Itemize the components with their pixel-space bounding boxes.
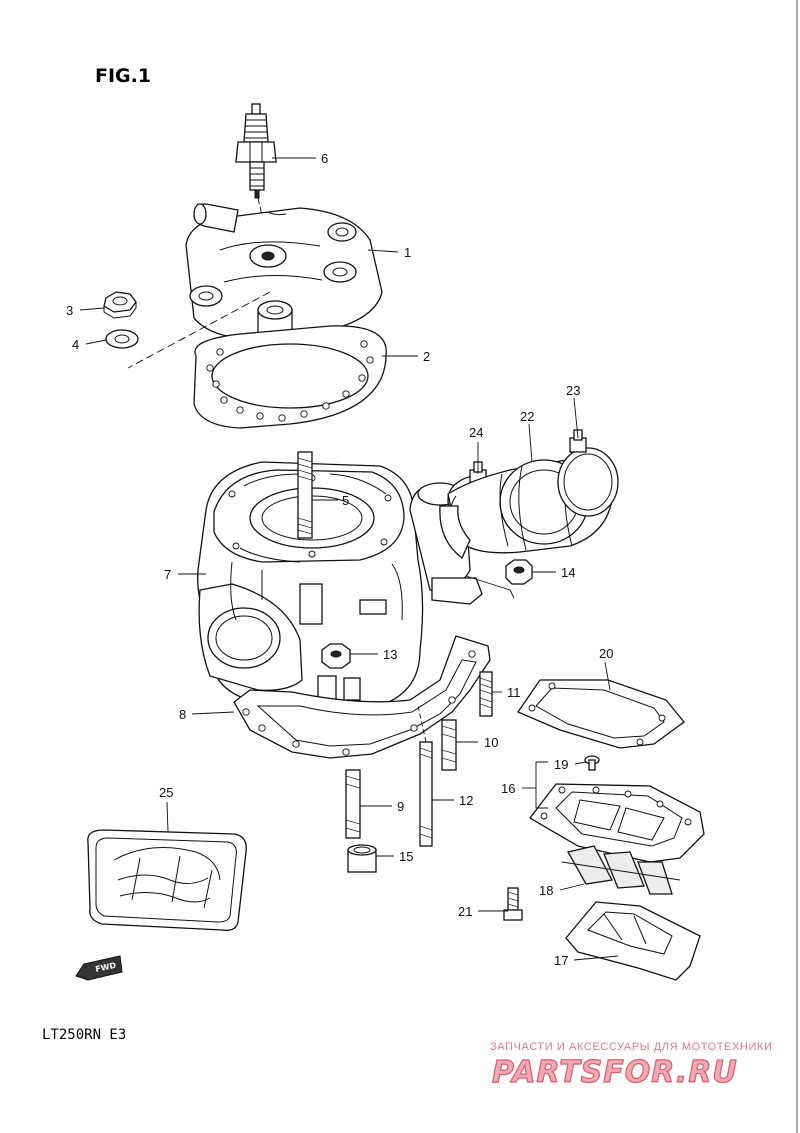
watermark-brand: PARTSFOR.RU	[492, 1055, 738, 1090]
callout-2: 2	[423, 349, 430, 364]
callout-12: 12	[459, 793, 473, 808]
callout-1: 1	[404, 245, 411, 260]
gasket-set	[87, 829, 247, 931]
callout-15: 15	[399, 849, 413, 864]
callout-leaders	[79, 157, 619, 961]
watermark-tagline: ЗАПЧАСТИ И АКСЕССУАРЫ ДЛЯ МОТОТЕХНИКИ	[490, 1041, 772, 1053]
intake-nut	[505, 559, 533, 585]
callout-21: 21	[458, 904, 472, 919]
callout-24: 24	[469, 425, 483, 440]
figure-title: FIG.1	[95, 65, 151, 87]
callout-8: 8	[179, 707, 186, 722]
cylinder-head	[185, 203, 383, 341]
callout-22: 22	[520, 409, 534, 424]
stud-9	[345, 769, 361, 839]
fwd-label: FWD	[95, 961, 118, 974]
reed-screw	[584, 755, 600, 771]
callout-14: 14	[561, 565, 575, 580]
callout-11: 11	[507, 685, 521, 700]
callout-6: 6	[321, 151, 328, 166]
model-code: LT250RN E3	[42, 1027, 126, 1043]
reed-petals	[561, 845, 681, 895]
callout-19: 19	[554, 757, 568, 772]
callout-numbers: 6 1 2 3 4 5 7 8 24 22 23 14 13 11 10 12 …	[66, 151, 613, 968]
fwd-arrow-icon: FWD	[75, 955, 123, 981]
head-nut	[103, 291, 137, 319]
callout-4: 4	[72, 337, 79, 352]
reed-gasket	[517, 679, 685, 749]
cylinder-nut	[321, 643, 351, 669]
callout-9: 9	[397, 799, 404, 814]
callout-18: 18	[539, 883, 553, 898]
spark-plug	[235, 103, 277, 199]
callout-23: 23	[566, 383, 580, 398]
callout-3: 3	[66, 303, 73, 318]
stud-long-12	[419, 741, 433, 847]
callout-16: 16	[501, 781, 515, 796]
callout-10: 10	[484, 735, 498, 750]
reed-valve-body	[529, 783, 705, 863]
dowel-pin	[347, 844, 377, 873]
watermark: ЗАПЧАСТИ И АКСЕССУАРЫ ДЛЯ МОТОТЕХНИКИ PA…	[490, 1041, 772, 1091]
callout-20: 20	[599, 646, 613, 661]
head-gasket	[193, 325, 387, 429]
reed-stopper	[565, 901, 701, 981]
reed-bolt	[503, 887, 523, 921]
stud-short-11	[479, 671, 493, 717]
head-washer	[105, 329, 139, 349]
callout-25: 25	[159, 785, 173, 800]
intake-clamp-large	[557, 429, 619, 517]
cylinder-stud	[297, 451, 313, 539]
callout-17: 17	[554, 953, 568, 968]
stud-10	[441, 719, 457, 771]
callout-7: 7	[164, 567, 171, 582]
callout-5: 5	[342, 493, 349, 508]
base-gasket	[233, 635, 491, 759]
callout-13: 13	[383, 647, 397, 662]
